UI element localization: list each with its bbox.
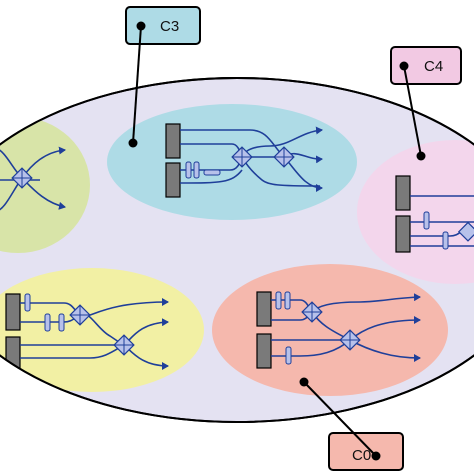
- circuit-c0: [256, 291, 421, 369]
- callout-label: C4: [424, 58, 443, 75]
- phase-shifter-icon: [44, 313, 51, 332]
- callout-anchor-dot: [128, 138, 138, 148]
- circuit-yellow: [5, 293, 169, 372]
- phase-shifter-icon: [275, 291, 282, 310]
- source-block-icon: [256, 333, 272, 369]
- callout-box: [125, 6, 201, 45]
- phase-shifter-icon: [203, 169, 221, 176]
- beam-splitter-icon: [457, 221, 474, 242]
- beam-splitter-icon: [113, 334, 135, 356]
- phase-shifter-icon: [185, 161, 192, 179]
- callout-c3: C3: [125, 6, 201, 148]
- source-block-icon: [5, 293, 21, 331]
- source-block-icon: [165, 162, 181, 198]
- callout-leader: [403, 65, 422, 157]
- cluster-c3: [107, 104, 357, 220]
- phase-shifter-icon: [58, 313, 65, 332]
- callout-c0: C0: [299, 377, 404, 471]
- callout-label: C0: [352, 447, 371, 464]
- phase-shifter-icon: [284, 291, 291, 310]
- source-block-icon: [165, 123, 181, 159]
- circuit-green: [0, 146, 66, 213]
- beam-splitter-icon: [231, 146, 253, 168]
- circuit-c3: [165, 123, 323, 198]
- phase-shifter-icon: [423, 211, 430, 230]
- callout-leader: [132, 25, 142, 144]
- source-block-icon: [5, 336, 21, 372]
- beam-splitter-icon: [11, 167, 33, 189]
- callout-anchor-dot: [299, 377, 309, 387]
- callout-box: [390, 46, 462, 85]
- beam-splitter-icon: [301, 301, 323, 323]
- source-block-icon: [395, 175, 411, 211]
- phase-shifter-icon: [24, 293, 31, 312]
- circuit-c4: [395, 175, 474, 253]
- phase-shifter-icon: [193, 161, 200, 179]
- phase-shifter-icon: [285, 346, 292, 365]
- callout-anchor-dot: [416, 151, 426, 161]
- source-block-icon: [256, 291, 272, 327]
- beam-splitter-icon: [273, 146, 295, 168]
- callout-box: [328, 432, 404, 471]
- beam-splitter-icon: [339, 329, 361, 351]
- callout-c4: C4: [390, 46, 462, 161]
- callout-label: C3: [160, 18, 179, 35]
- beam-splitter-icon: [69, 304, 91, 326]
- cluster-yellow: [0, 268, 204, 392]
- source-block-icon: [395, 215, 411, 253]
- phase-shifter-icon: [442, 231, 449, 250]
- callout-leader: [303, 381, 377, 457]
